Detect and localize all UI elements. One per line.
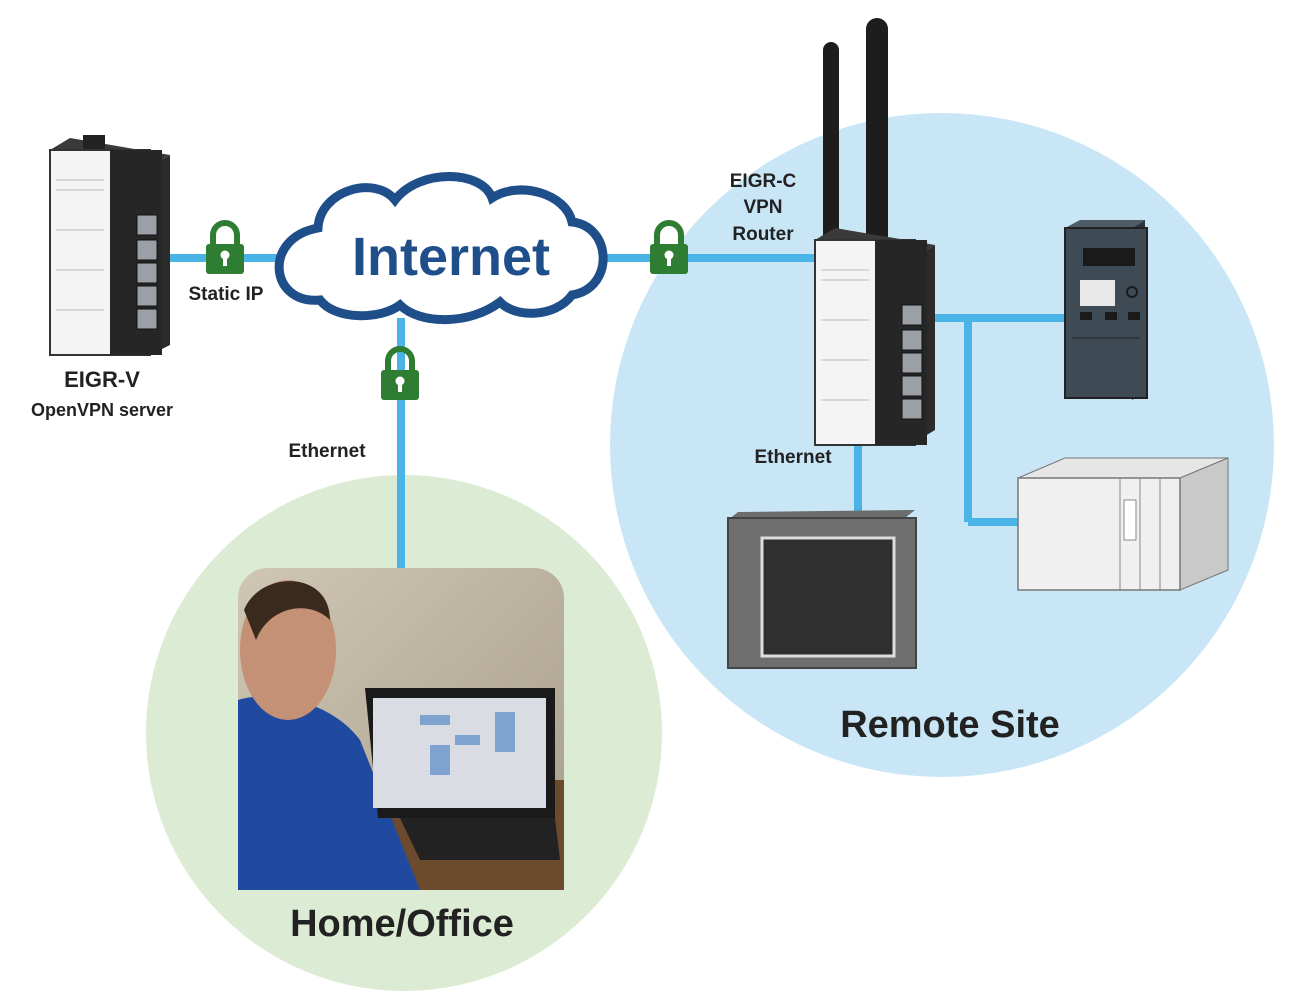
eigr-v-device-icon <box>49 135 170 356</box>
lock-icon <box>206 223 244 274</box>
eigr-c-label-line2: VPN <box>743 197 782 218</box>
vfd-drive-icon <box>1064 220 1148 400</box>
eigr-c-label-line3: Router <box>732 224 794 245</box>
laptop-user-photo <box>238 568 564 890</box>
lock-icon <box>650 223 688 274</box>
plc-rack-icon <box>1017 457 1229 591</box>
internet-label: Internet <box>352 227 550 287</box>
eigr-v-role-label: OpenVPN server <box>31 400 173 420</box>
internet-cloud: Internet <box>274 172 608 325</box>
eigr-c-router-icon <box>814 18 935 446</box>
ethernet-home-label: Ethernet <box>288 441 366 462</box>
remote-site-zone <box>610 113 1274 777</box>
static-ip-label: Static IP <box>189 284 264 305</box>
home-office-label: Home/Office <box>290 903 514 945</box>
ethernet-remote-label: Ethernet <box>754 447 832 468</box>
eigr-c-label-line1: EIGR-C <box>730 171 797 192</box>
hmi-panel-icon <box>727 510 917 669</box>
remote-site-label: Remote Site <box>840 704 1060 746</box>
eigr-v-name-label: EIGR-V <box>64 367 140 392</box>
